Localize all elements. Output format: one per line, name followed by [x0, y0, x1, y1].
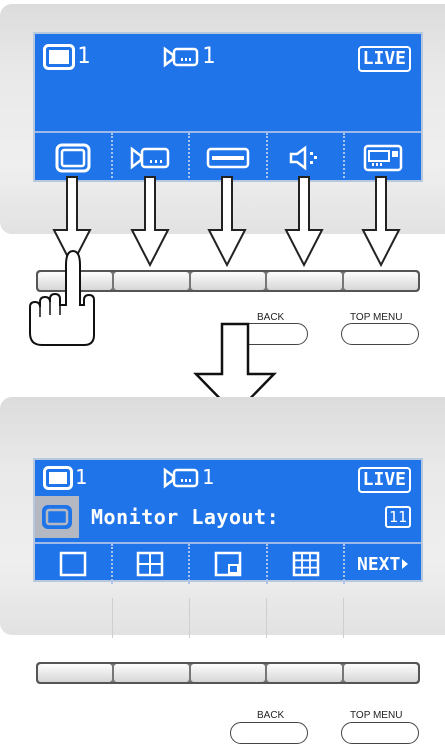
softkey-bar: NEXT — [35, 542, 421, 584]
down-arrows — [52, 176, 401, 268]
hardware-button-5[interactable] — [343, 272, 419, 290]
softkey-quad-layout[interactable] — [113, 544, 191, 584]
key-face — [36, 598, 112, 638]
back-button[interactable] — [230, 722, 308, 744]
hardware-button-row — [36, 270, 420, 292]
hardware-button-3[interactable] — [190, 272, 266, 290]
softkey-next[interactable]: NEXT — [345, 544, 421, 584]
softkey-single-layout[interactable] — [35, 544, 113, 584]
top-menu-label: TOP MENU — [350, 710, 403, 721]
softkey-faces — [36, 598, 420, 638]
live-badge: LIVE — [357, 467, 411, 493]
layout-number: 11 — [384, 506, 411, 528]
menu-row: Monitor Layout: 11 — [35, 496, 421, 538]
pip-layout-icon — [214, 551, 242, 577]
key-face — [266, 598, 343, 638]
status-bar: 1 1 LIVE — [35, 34, 421, 89]
play-arrow-icon — [402, 559, 409, 569]
camera-icon — [131, 145, 170, 170]
monitor-number: 1 — [77, 44, 91, 69]
hardware-button-4[interactable] — [267, 272, 342, 290]
key-face — [343, 598, 420, 638]
speaker-icon — [289, 145, 317, 170]
next-label: NEXT — [356, 553, 401, 575]
softkey-keyboard[interactable] — [345, 133, 421, 182]
pointing-hand-icon — [29, 249, 95, 346]
top-menu-label: TOP MENU — [350, 312, 403, 323]
key-face — [189, 598, 266, 638]
softkey-audio[interactable] — [268, 133, 346, 182]
arrow-down-icon — [52, 176, 401, 268]
single-layout-icon — [59, 551, 87, 577]
softkey-bar — [35, 131, 421, 182]
hardware-button-2[interactable] — [114, 664, 189, 682]
camera-icon — [163, 46, 199, 68]
hardware-button-row — [36, 662, 420, 684]
back-label: BACK — [257, 312, 285, 323]
camera-number: 1 — [202, 465, 215, 489]
menu-title: Monitor Layout: — [91, 505, 280, 529]
top-menu-button[interactable] — [341, 722, 419, 744]
hardware-button-3[interactable] — [190, 664, 266, 682]
softkey-nine-split-layout[interactable] — [268, 544, 346, 584]
softkey-monitor[interactable] — [35, 133, 113, 182]
keyboard-icon — [363, 144, 403, 171]
lcd-screen-top: 1 1 LIVE — [33, 32, 423, 182]
monitor-number: 1 — [75, 465, 88, 489]
softkey-pip-layout[interactable] — [190, 544, 268, 584]
camera-number: 1 — [202, 44, 216, 69]
back-label: BACK — [257, 710, 285, 721]
hardware-button-2[interactable] — [114, 272, 189, 290]
lcd-screen-bottom: 1 1 LIVE Monitor Layout: 11 — [33, 458, 423, 584]
monitor-icon — [43, 466, 73, 490]
softkey-camera[interactable] — [113, 133, 191, 182]
status-bar: 1 1 LIVE — [35, 460, 421, 496]
nine-split-layout-icon — [292, 551, 319, 577]
monitor-icon — [42, 505, 72, 529]
quad-layout-icon — [137, 551, 164, 577]
live-badge: LIVE — [357, 46, 411, 72]
hardware-button-1[interactable] — [38, 664, 113, 682]
monitor-icon — [55, 143, 91, 172]
menu-icon-box — [35, 496, 79, 538]
softkey-dvr[interactable] — [190, 133, 268, 182]
hardware-button-4[interactable] — [267, 664, 342, 682]
top-menu-button[interactable] — [341, 323, 419, 345]
monitor-icon — [43, 44, 75, 70]
camera-icon — [163, 467, 199, 489]
hardware-button-5[interactable] — [343, 664, 419, 682]
transition-arrow-icon — [193, 322, 277, 416]
dvr-icon — [206, 147, 250, 168]
key-face — [112, 598, 189, 638]
